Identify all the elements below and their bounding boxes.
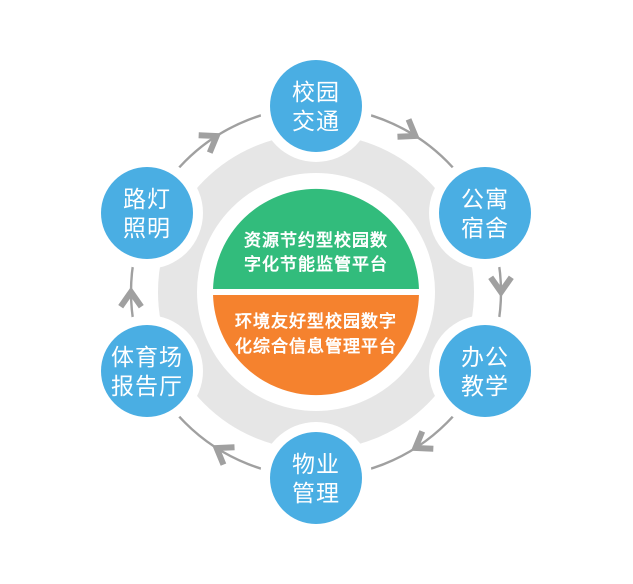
node-stadium-auditorium: 体育场 报告厅 [101,325,193,417]
node-circle [270,60,362,152]
node-street-lighting: 路灯 照明 [101,167,193,259]
node-circle [270,432,362,524]
center-bottom-label-line1: 环境友好型校园数字 [235,311,397,331]
node-circle [101,325,193,417]
node-label-line2: 交通 [292,108,340,134]
flow-arrowheads [118,118,514,466]
center-top-label-line2: 字化节能监管平台 [244,254,388,274]
center-bottom-label-line2: 化综合信息管理平台 [235,336,397,356]
node-label-line1: 校园 [292,79,340,105]
flow-arrowhead-icon [410,430,434,452]
node-label-line1: 体育场 [111,344,183,370]
node-label-line2: 教学 [461,373,509,399]
node-property-management: 物业 管理 [270,432,362,524]
flow-arrowhead-icon [118,286,144,309]
node-label-line2: 管理 [292,480,340,506]
flow-arrowhead-icon [212,444,235,466]
node-label-line1: 物业 [292,451,340,477]
flow-arrowhead-icon [198,132,222,154]
node-label-line2: 照明 [123,215,171,241]
node-circle [101,167,193,259]
node-circle [439,167,531,259]
flow-arrowhead-icon [488,275,514,298]
node-campus-traffic: 校园 交通 [270,60,362,152]
node-label-line2: 报告厅 [111,373,183,399]
center-top-label-line1: 资源节约型校园数 [244,230,388,250]
flow-arrowhead-icon [397,118,420,140]
node-label-line2: 宿舍 [461,215,509,241]
node-circle [439,325,531,417]
node-office-teaching: 办公 教学 [439,325,531,417]
center-bottom-half [213,295,419,396]
node-label-line1: 路灯 [123,186,171,212]
center-top-half [213,188,419,289]
node-apartment-dormitory: 公寓 宿舍 [439,167,531,259]
node-label-line1: 公寓 [461,186,509,212]
center-platform-circle: 资源节约型校园数 字化节能监管平台 环境友好型校园数字 化综合信息管理平台 [213,188,419,396]
node-label-line1: 办公 [461,344,509,370]
